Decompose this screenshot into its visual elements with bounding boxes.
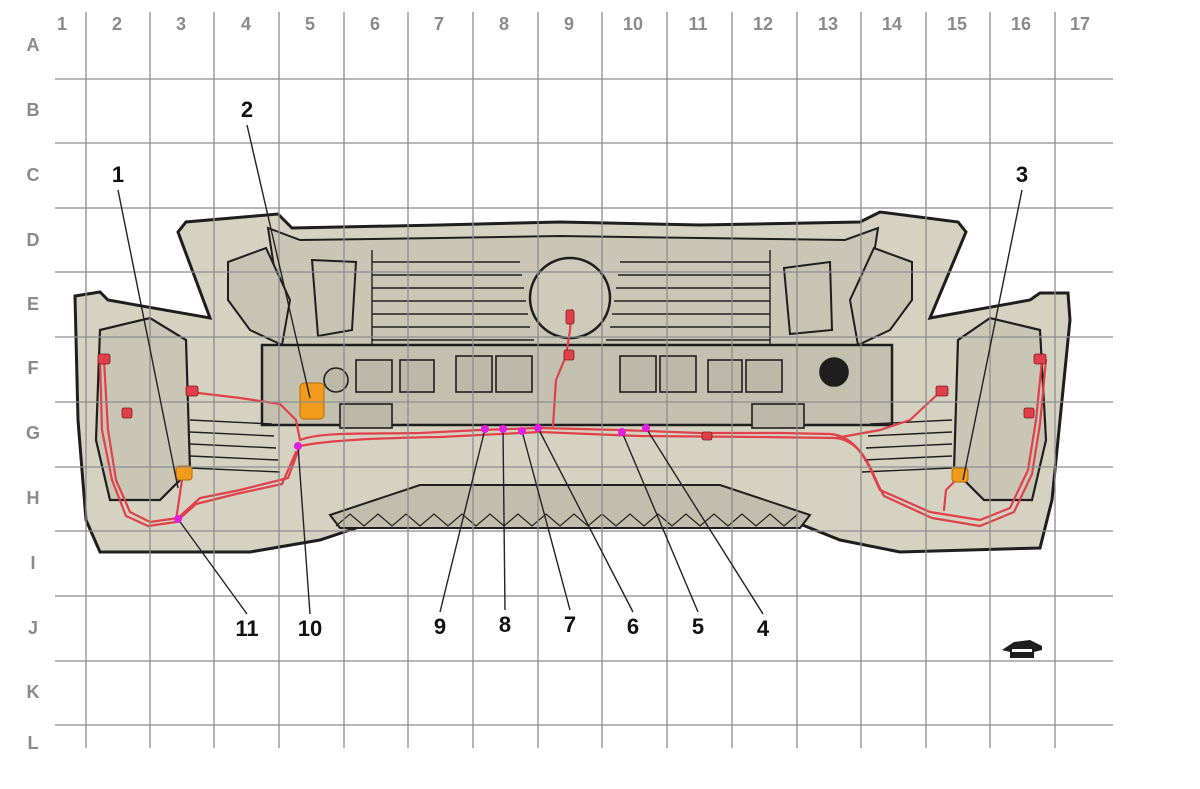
- harness-junction-point: [518, 427, 526, 435]
- harness-junction-point: [174, 515, 182, 523]
- callout-leaders: [117, 124, 1023, 615]
- connector-orange-left-module: [299, 382, 325, 420]
- callout-label: 7: [564, 612, 576, 637]
- grid-column-label: 11: [688, 14, 707, 34]
- callout-leader-line: [537, 427, 634, 613]
- right-fog-lamp-surround: [952, 316, 1048, 502]
- grid-column-label: 15: [947, 14, 967, 34]
- callout-label: 3: [1016, 162, 1028, 187]
- harness-right-upper: [834, 390, 942, 440]
- grid-row-label: C: [27, 165, 40, 185]
- grid-row-label: G: [26, 423, 40, 443]
- callout-label: 1: [112, 162, 124, 187]
- grid-column-label: 9: [564, 14, 574, 34]
- callout-leader-line: [439, 428, 486, 613]
- grid-column-label: 17: [1070, 14, 1090, 34]
- grid-column-label: 13: [818, 14, 838, 34]
- grid-column-label: 14: [882, 14, 902, 34]
- lower-intake-mesh: [335, 513, 799, 527]
- grid-row-label: K: [27, 682, 40, 702]
- callout-leader-line: [521, 430, 571, 611]
- left-bracket: [310, 258, 358, 338]
- callout-leader-line: [177, 518, 248, 615]
- grid-column-label: 8: [499, 14, 509, 34]
- grid-column-label: 6: [370, 14, 380, 34]
- callout-label: 9: [434, 614, 446, 639]
- callout-label: 6: [627, 614, 639, 639]
- harness-left-lower-b: [98, 358, 298, 528]
- callout-leader-line: [502, 428, 506, 611]
- grid-row-label: A: [27, 35, 40, 55]
- grid-column-label: 2: [112, 14, 122, 34]
- callout-leader-line: [962, 189, 1023, 481]
- harness-junction-point: [642, 424, 650, 432]
- callout-label: 2: [241, 97, 253, 122]
- grid-row-label: H: [27, 488, 40, 508]
- beam-round-hole-right: [819, 357, 849, 387]
- grid-row-label: F: [28, 358, 39, 378]
- callout-leader-line: [297, 445, 311, 615]
- bumper-assembly: [73, 210, 1072, 554]
- harness-junctions: [174, 424, 650, 523]
- callout-label: 5: [692, 614, 704, 639]
- callout-labels: 1 2 3 4 5 6 7 8 9 10 11: [112, 97, 1028, 641]
- grid-row-label: E: [27, 294, 39, 314]
- callout-leader-line: [645, 427, 764, 615]
- grid-row-label: L: [28, 733, 39, 753]
- harness-left-lower: [102, 358, 302, 524]
- callout-leader-line: [621, 431, 699, 613]
- grid-column-label: 7: [434, 14, 444, 34]
- left-fog-lamp-surround: [94, 316, 192, 502]
- grid-column-label: 5: [305, 14, 315, 34]
- grid-row-label: J: [28, 618, 38, 638]
- grid-column-label: 12: [753, 14, 773, 34]
- harness-right-run-b: [834, 358, 1048, 528]
- connector-orange-left-fog: [175, 465, 193, 481]
- harness-junction-point: [481, 425, 489, 433]
- callout-label: 10: [298, 616, 322, 641]
- beam-pockets: [339, 355, 805, 429]
- harness-junction-point: [499, 425, 507, 433]
- grid-row-label: B: [27, 100, 40, 120]
- harness-main-trunk: [298, 426, 832, 442]
- front-emblem-mount: [528, 256, 612, 340]
- grid-column-label: 10: [623, 14, 643, 34]
- grid-column-label: 3: [176, 14, 186, 34]
- right-lower-vent: [861, 419, 953, 473]
- callout-leader-line: [246, 124, 311, 399]
- grid-row-label: I: [30, 553, 35, 573]
- harness-junction-point: [534, 424, 542, 432]
- beam-round-hole-left: [323, 367, 349, 393]
- grid-column-label: 4: [241, 14, 251, 34]
- grille-slats: [371, 250, 771, 345]
- grid-column-label: 16: [1011, 14, 1031, 34]
- vehicle-front-icon: [1002, 640, 1042, 658]
- left-lower-vent: [189, 419, 281, 473]
- harness-junction-point: [294, 442, 302, 450]
- connectors: [97, 309, 1047, 483]
- callout-label: 8: [499, 612, 511, 637]
- harness-left-upper: [188, 390, 302, 442]
- callout-leader-line: [117, 189, 179, 489]
- right-bracket: [782, 260, 834, 336]
- grid-column-label: 1: [57, 14, 67, 34]
- callout-label: 11: [235, 616, 258, 641]
- harness-junction-point: [618, 428, 626, 436]
- callout-label: 4: [757, 616, 770, 641]
- red-connectors: [97, 309, 1047, 441]
- grid-row-label: D: [27, 230, 40, 250]
